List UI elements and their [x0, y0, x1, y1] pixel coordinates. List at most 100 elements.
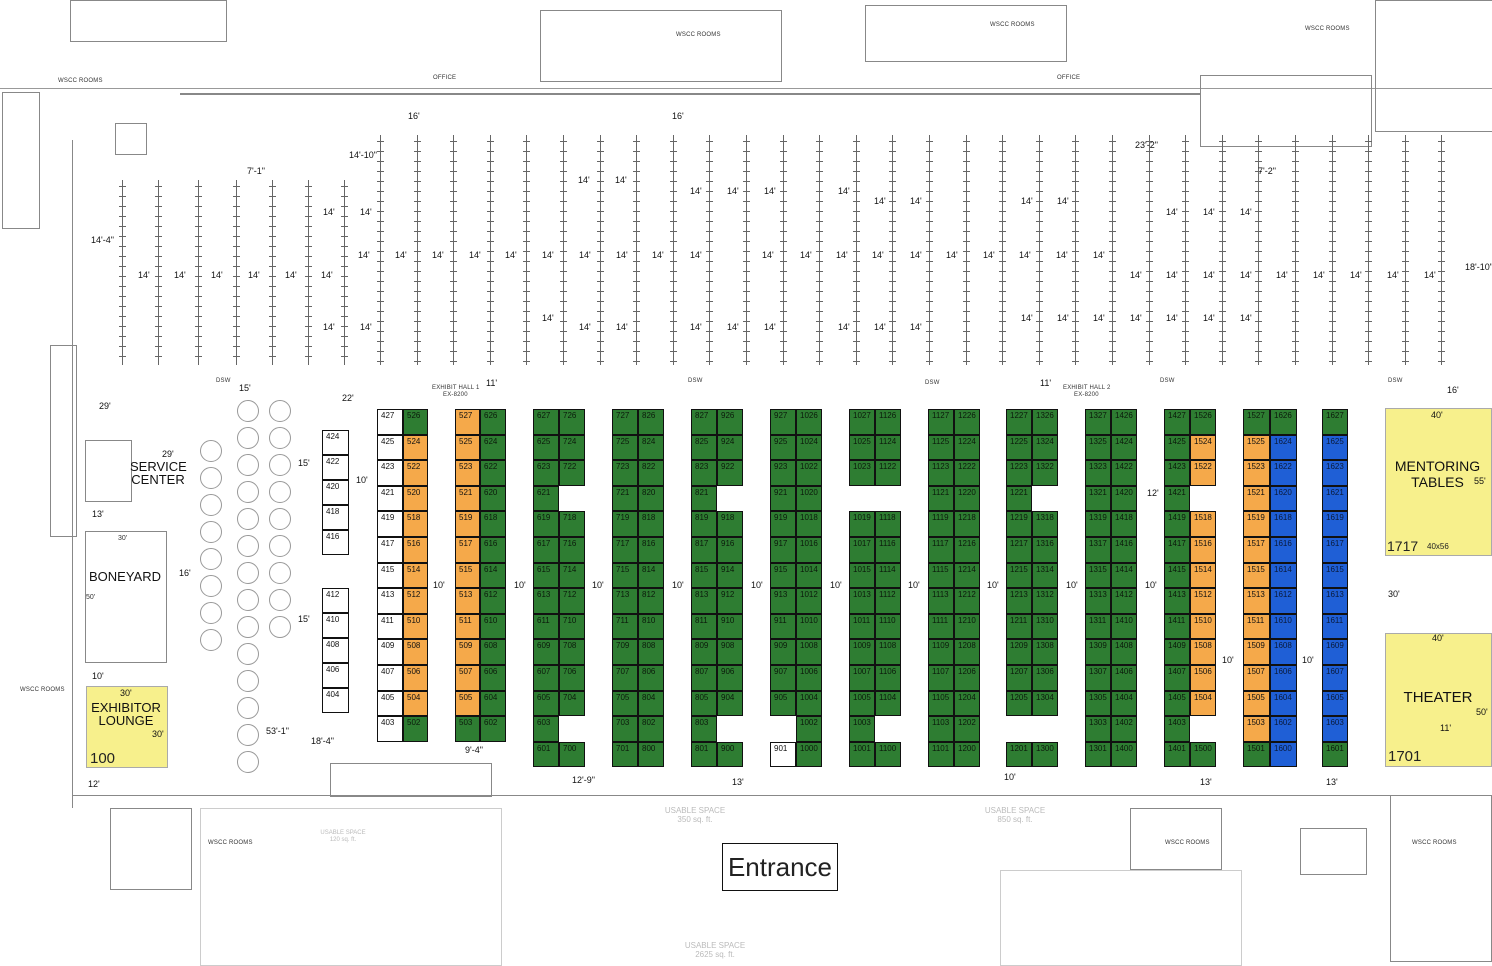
- booth-906[interactable]: 906: [717, 665, 743, 691]
- booth-712[interactable]: 712: [559, 588, 585, 614]
- booth-804[interactable]: 804: [638, 690, 664, 717]
- booth-723[interactable]: 723: [612, 460, 638, 486]
- booth-821[interactable]: 821: [691, 485, 717, 512]
- booth-1016[interactable]: 1016: [796, 537, 822, 563]
- booth-1020[interactable]: 1020: [796, 485, 822, 512]
- booth-1121[interactable]: 1121: [928, 485, 954, 512]
- booth-714[interactable]: 714: [559, 562, 585, 589]
- booth-703[interactable]: 703: [612, 716, 638, 742]
- booth-716[interactable]: 716: [559, 537, 585, 563]
- booth-1416[interactable]: 1416: [1111, 537, 1137, 563]
- booth-1003[interactable]: 1003: [849, 716, 875, 742]
- booth-817[interactable]: 817: [691, 537, 717, 563]
- booth-1319[interactable]: 1319: [1085, 511, 1111, 537]
- booth-722[interactable]: 722: [559, 460, 585, 486]
- booth-1617[interactable]: 1617: [1322, 537, 1348, 563]
- booth-1311[interactable]: 1311: [1085, 613, 1111, 640]
- booth-827[interactable]: 827: [691, 409, 717, 435]
- booth-926[interactable]: 926: [717, 409, 743, 435]
- booth-710[interactable]: 710: [559, 613, 585, 640]
- booth-910[interactable]: 910: [717, 613, 743, 640]
- booth-408[interactable]: 408: [322, 638, 349, 663]
- booth-927[interactable]: 927: [770, 409, 796, 435]
- booth-1012[interactable]: 1012: [796, 588, 822, 614]
- booth-1023[interactable]: 1023: [849, 460, 875, 486]
- booth-1512[interactable]: 1512: [1190, 588, 1216, 614]
- booth-1504[interactable]: 1504: [1190, 690, 1216, 717]
- booth-917[interactable]: 917: [770, 537, 796, 563]
- booth-1316[interactable]: 1316: [1032, 537, 1058, 563]
- booth-1527[interactable]: 1527: [1243, 409, 1270, 435]
- booth-1625[interactable]: 1625: [1322, 434, 1348, 461]
- booth-418[interactable]: 418: [322, 505, 349, 530]
- booth-907[interactable]: 907: [770, 665, 796, 691]
- booth-1300[interactable]: 1300: [1032, 741, 1058, 768]
- booth-810[interactable]: 810: [638, 613, 664, 640]
- booth-1603[interactable]: 1603: [1322, 716, 1348, 742]
- booth-1112[interactable]: 1112: [875, 588, 901, 614]
- booth-1310[interactable]: 1310: [1032, 613, 1058, 640]
- booth-425[interactable]: 425: [377, 434, 403, 461]
- booth-801[interactable]: 801: [691, 741, 717, 768]
- booth-1607[interactable]: 1607: [1322, 665, 1348, 691]
- booth-1004[interactable]: 1004: [796, 690, 822, 717]
- booth-506[interactable]: 506: [403, 665, 428, 691]
- booth-914[interactable]: 914: [717, 562, 743, 589]
- booth-502[interactable]: 502: [403, 716, 428, 742]
- booth-1511[interactable]: 1511: [1243, 613, 1270, 640]
- booth-901[interactable]: 901: [770, 741, 796, 768]
- booth-802[interactable]: 802: [638, 716, 664, 742]
- booth-1216[interactable]: 1216: [954, 537, 980, 563]
- booth-1317[interactable]: 1317: [1085, 537, 1111, 563]
- exhibitor-lounge[interactable]: [86, 686, 168, 768]
- booth-619[interactable]: 619: [533, 511, 559, 537]
- booth-1606[interactable]: 1606: [1270, 665, 1297, 691]
- booth-421[interactable]: 421: [377, 485, 403, 512]
- booth-1013[interactable]: 1013: [849, 588, 875, 614]
- booth-814[interactable]: 814: [638, 562, 664, 589]
- booth-1514[interactable]: 1514: [1190, 562, 1216, 589]
- booth-1618[interactable]: 1618: [1270, 511, 1297, 537]
- booth-613[interactable]: 613: [533, 588, 559, 614]
- booth-612[interactable]: 612: [480, 588, 506, 614]
- booth-1222[interactable]: 1222: [954, 460, 980, 486]
- booth-614[interactable]: 614: [480, 562, 506, 589]
- booth-607[interactable]: 607: [533, 665, 559, 691]
- booth-1323[interactable]: 1323: [1085, 460, 1111, 486]
- booth-1506[interactable]: 1506: [1190, 665, 1216, 691]
- booth-924[interactable]: 924: [717, 434, 743, 461]
- booth-615[interactable]: 615: [533, 562, 559, 589]
- booth-1307[interactable]: 1307: [1085, 665, 1111, 691]
- booth-1306[interactable]: 1306: [1032, 665, 1058, 691]
- booth-603[interactable]: 603: [533, 716, 559, 742]
- booth-1126[interactable]: 1126: [875, 409, 901, 435]
- booth-509[interactable]: 509: [455, 639, 480, 665]
- booth-627[interactable]: 627: [533, 409, 559, 435]
- booth-1100[interactable]: 1100: [875, 741, 901, 768]
- booth-1524[interactable]: 1524: [1190, 434, 1216, 461]
- booth-1626[interactable]: 1626: [1270, 409, 1297, 435]
- booth-1125[interactable]: 1125: [928, 434, 954, 461]
- booth-617[interactable]: 617: [533, 537, 559, 563]
- booth-1109[interactable]: 1109: [928, 639, 954, 665]
- booth-905[interactable]: 905: [770, 690, 796, 717]
- booth-412[interactable]: 412: [322, 588, 349, 613]
- booth-624[interactable]: 624: [480, 434, 506, 461]
- booth-621[interactable]: 621: [533, 485, 559, 512]
- booth-1503[interactable]: 1503: [1243, 716, 1270, 742]
- booth-915[interactable]: 915: [770, 562, 796, 589]
- booth-1111[interactable]: 1111: [928, 613, 954, 640]
- booth-609[interactable]: 609: [533, 639, 559, 665]
- booth-1205[interactable]: 1205: [1006, 690, 1032, 717]
- booth-922[interactable]: 922: [717, 460, 743, 486]
- booth-1105[interactable]: 1105: [928, 690, 954, 717]
- booth-1620[interactable]: 1620: [1270, 485, 1297, 512]
- booth-1305[interactable]: 1305: [1085, 690, 1111, 717]
- booth-1101[interactable]: 1101: [928, 741, 954, 768]
- booth-1508[interactable]: 1508: [1190, 639, 1216, 665]
- booth-1104[interactable]: 1104: [875, 690, 901, 717]
- booth-525[interactable]: 525: [455, 434, 480, 461]
- booth-1418[interactable]: 1418: [1111, 511, 1137, 537]
- theater-area[interactable]: [1385, 633, 1492, 767]
- booth-1422[interactable]: 1422: [1111, 460, 1137, 486]
